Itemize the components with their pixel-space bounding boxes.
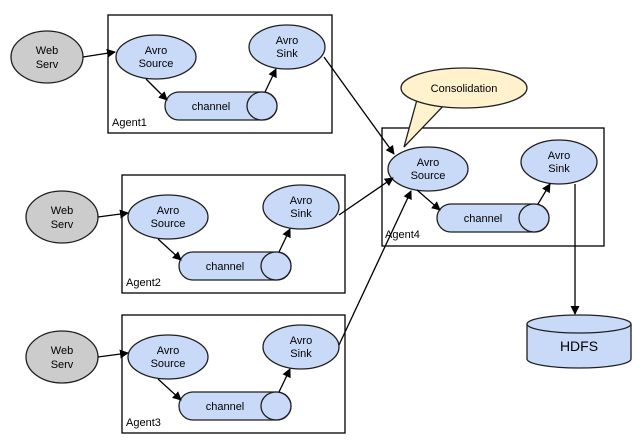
agent4-group: Agent4 Avro Source Avro Sink channel — [381, 127, 605, 247]
edge-sink1-to-source4 — [323, 56, 395, 155]
agent3-web-server-label-line1: Web — [51, 345, 73, 357]
agent4-avro-source-label-line1: Avro — [417, 157, 439, 169]
agent2-avro-source-label-line2: Source — [151, 218, 186, 230]
agent2-avro-sink-label-line1: Avro — [290, 195, 312, 207]
agent4-channel: channel — [436, 203, 550, 233]
agent2-web-server-shape — [25, 190, 99, 244]
agent1-avro-source-shape — [115, 34, 197, 80]
agent1-channel: channel — [164, 91, 278, 121]
consolidation-callout-label: Consolidation — [431, 83, 498, 95]
agent1-web-server-label-line1: Web — [36, 45, 58, 57]
agent3-avro-sink-label-line1: Avro — [290, 335, 312, 347]
agent3-avro-source-shape — [127, 334, 209, 380]
edge-web2-to-source2 — [97, 209, 129, 219]
agent3-channel-label: channel — [206, 401, 245, 413]
agent1-avro-sink: Avro Sink — [248, 24, 326, 70]
agent1-web-server-shape — [10, 30, 84, 84]
edge-channel2-to-sink2 — [278, 228, 291, 253]
agent4-avro-source-label-line2: Source — [411, 170, 446, 182]
agent3-label: Agent3 — [126, 417, 161, 429]
agent2-avro-sink: Avro Sink — [262, 184, 340, 230]
agent2-web-server-label-line1: Web — [51, 205, 73, 217]
agent1-avro-source: Avro Source — [115, 34, 197, 80]
hdfs-label: HDFS — [560, 338, 598, 354]
agent2-channel: channel — [178, 251, 292, 281]
agent1-channel-label: channel — [192, 101, 231, 113]
agent3-avro-source: Avro Source — [127, 334, 209, 380]
edge-source3-to-channel3 — [157, 378, 182, 401]
agent4-avro-sink: Avro Sink — [520, 139, 598, 185]
agent1-avro-source-label-line1: Avro — [145, 45, 167, 57]
agent4-label: Agent4 — [385, 229, 420, 241]
agent3-avro-sink: Avro Sink — [262, 324, 340, 370]
agent4-avro-sink-shape — [520, 139, 598, 185]
agent4-channel-cap — [518, 203, 550, 233]
agent3-web-server: Web Serv — [25, 330, 99, 384]
agent3-group: Agent3 Web Serv Avro Source Avro Sink ch… — [25, 314, 346, 434]
agent2-web-server-label-line2: Serv — [51, 219, 74, 231]
agent2-avro-sink-shape — [262, 184, 340, 230]
agent3-channel: channel — [178, 391, 292, 421]
edge-sink2-to-source4 — [338, 177, 394, 216]
agent3-channel-cap — [260, 391, 292, 421]
agent1-avro-sink-label-line1: Avro — [276, 35, 298, 47]
agent1-group: Agent1 Web Serv Avro Source Avro Sink ch… — [10, 14, 333, 134]
edge-source1-to-channel1 — [145, 78, 168, 101]
agent2-avro-source-shape — [127, 194, 209, 240]
agent3-avro-source-label-line1: Avro — [157, 345, 179, 357]
agent2-label: Agent2 — [126, 277, 161, 289]
agent4-channel-label: channel — [464, 213, 503, 225]
agent3-avro-sink-shape — [262, 324, 340, 370]
agent3-avro-sink-label-line2: Sink — [290, 348, 312, 360]
consolidation-callout: Consolidation — [400, 67, 528, 148]
hdfs-cylinder-top — [526, 314, 632, 334]
agent1-label: Agent1 — [112, 117, 147, 129]
edge-web3-to-source3 — [97, 349, 129, 359]
agent2-web-server: Web Serv — [25, 190, 99, 244]
agent1-channel-cap — [246, 91, 278, 121]
edge-channel4-to-sink4 — [537, 183, 551, 205]
agent3-avro-source-label-line2: Source — [151, 358, 186, 370]
agent4-avro-sink-label-line1: Avro — [548, 150, 570, 162]
agent2-avro-sink-label-line2: Sink — [290, 208, 312, 220]
consolidation-callout-shape — [400, 67, 528, 109]
agent3-web-server-shape — [25, 330, 99, 384]
agent1-avro-sink-shape — [248, 24, 326, 70]
agent3-web-server-label-line2: Serv — [51, 359, 74, 371]
agent1-avro-sink-label-line2: Sink — [276, 48, 298, 60]
agent4-avro-source: Avro Source — [387, 146, 469, 192]
edge-source2-to-channel2 — [157, 238, 182, 261]
agent2-group: Agent2 Web Serv Avro Source Avro Sink ch… — [25, 174, 346, 294]
consolidation-callout-tail — [403, 95, 449, 148]
agent2-channel-label: channel — [206, 261, 245, 273]
agent4-avro-sink-label-line2: Sink — [548, 163, 570, 175]
edge-channel1-to-sink1 — [264, 68, 277, 93]
edge-sink3-to-source4 — [338, 190, 412, 346]
agent4-avro-source-shape — [387, 146, 469, 192]
agent1-web-server-label-line2: Serv — [36, 59, 59, 71]
agent2-avro-source: Avro Source — [127, 194, 209, 240]
edge-web1-to-source1 — [82, 48, 116, 58]
edge-source4-to-channel4 — [416, 189, 441, 211]
hdfs-cylinder-body — [526, 324, 632, 369]
edge-channel3-to-sink3 — [278, 368, 291, 393]
agent2-channel-cap — [260, 251, 292, 281]
agent2-avro-source-label-line1: Avro — [157, 205, 179, 217]
agent1-avro-source-label-line2: Source — [139, 58, 174, 70]
hdfs-storage: HDFS — [526, 314, 632, 369]
agent1-web-server: Web Serv — [10, 30, 84, 84]
